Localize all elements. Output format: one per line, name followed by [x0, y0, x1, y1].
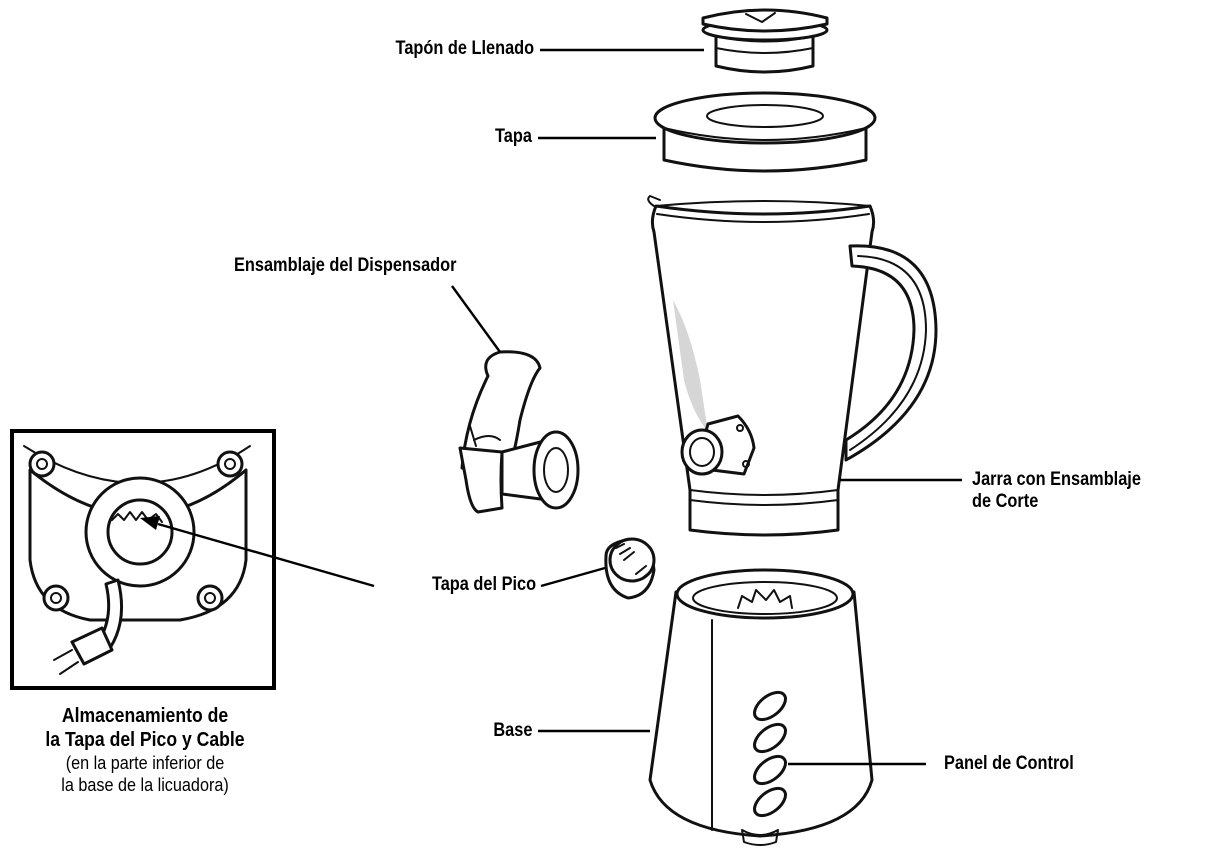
leader-spout-cap	[540, 566, 606, 588]
label-fill-cap: Tapón de Llenado	[395, 38, 534, 59]
label-base: Base	[492, 720, 532, 741]
leader-inset-arrowhead	[140, 516, 160, 530]
base-underside-inset	[10, 429, 276, 690]
leader-dispenser	[451, 285, 501, 353]
lid	[653, 91, 877, 173]
fill-cap	[701, 8, 829, 74]
leader-lines	[140, 48, 962, 766]
inset-caption-title-line1: Almacenamiento de	[61, 705, 229, 727]
control-buttons	[753, 690, 787, 818]
label-control-panel: Panel de Control	[944, 753, 1074, 774]
inset-caption-title-line2: la Tapa del Pico y Cable	[45, 729, 245, 751]
label-jar-line2: de Corte	[972, 491, 1039, 512]
inset-caption: Almacenamiento de la Tapa del Pico y Cab…	[0, 704, 290, 796]
leader-inset	[157, 522, 375, 588]
blender-base	[648, 568, 874, 846]
label-lid: Tapa	[495, 126, 532, 147]
jar	[647, 195, 938, 537]
inset-caption-note-line1: (en la parte inferior de	[65, 753, 225, 773]
label-jar-line1: Jarra con Ensamblaje	[972, 469, 1141, 490]
label-dispenser: Ensamblaje del Dispensador	[234, 255, 457, 276]
spout-cap	[604, 537, 656, 600]
inset-caption-note-line2: la base de la licuadora)	[61, 775, 229, 795]
label-spout-cap: Tapa del Pico	[431, 574, 536, 595]
dispenser-assembly	[458, 350, 580, 514]
